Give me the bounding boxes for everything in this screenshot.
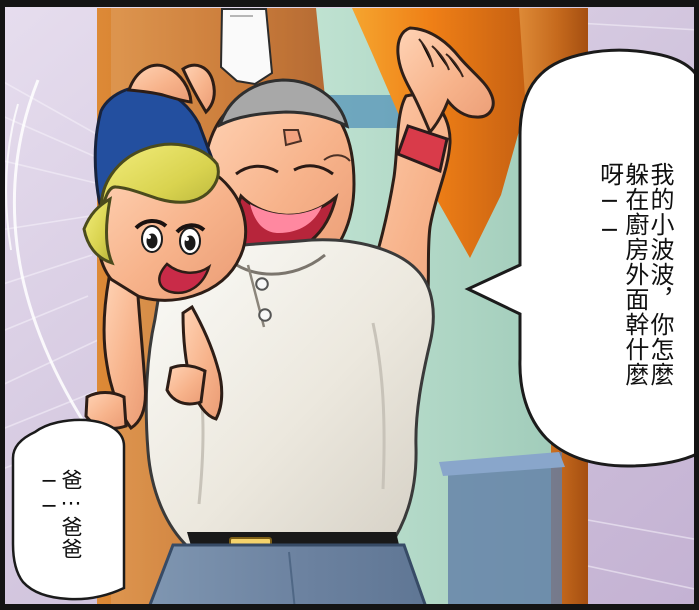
panel-border-right	[694, 0, 699, 610]
counter-top	[439, 452, 565, 476]
speech-bubble-father	[464, 48, 699, 468]
panel-border-bottom	[0, 604, 699, 610]
child-speech-text: 爸⋯爸爸──	[36, 469, 83, 560]
father-speech-text: 我的小波波，你怎麼躲在廚房外面幹什麼呀──	[595, 162, 674, 387]
hanging-sock	[219, 8, 274, 86]
motion-arc	[12, 79, 87, 425]
child-figure-icon	[82, 63, 248, 431]
panel-border-left	[0, 0, 5, 610]
panel-border-top	[0, 0, 699, 7]
speech-bubble-child	[11, 418, 126, 601]
counter-side	[448, 452, 562, 610]
